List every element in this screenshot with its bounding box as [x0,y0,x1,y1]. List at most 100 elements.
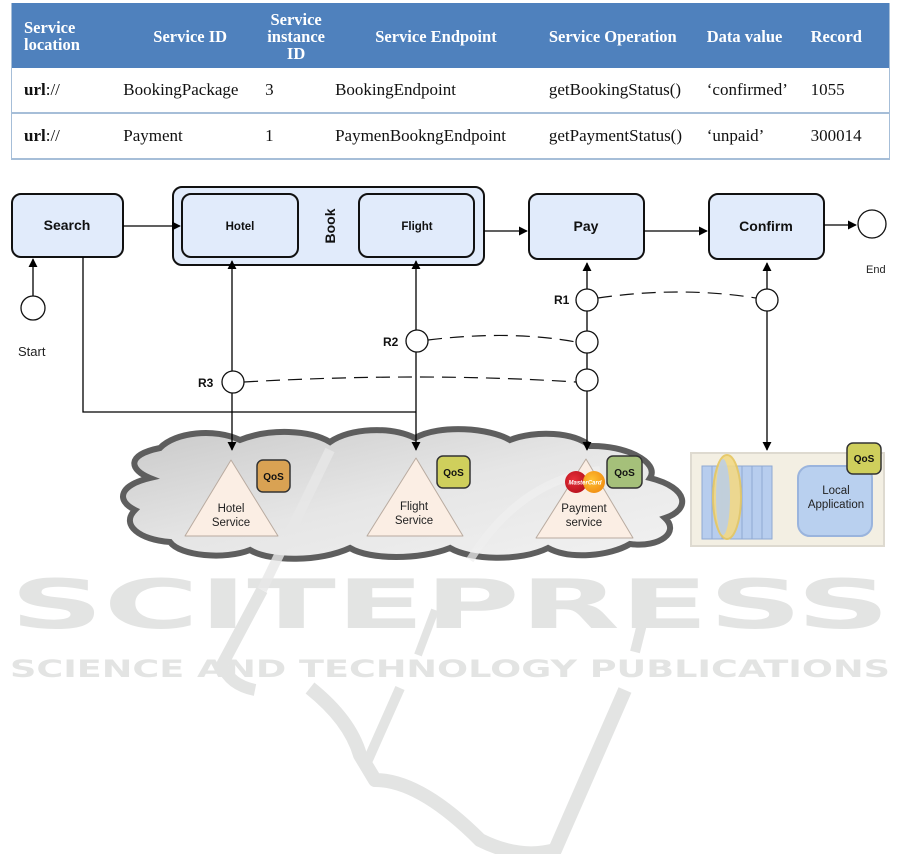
relation-r3-link [243,376,577,383]
watermark-swoosh [630,598,653,654]
cell-record: 300014 [806,113,890,160]
hotel-service-triangle [184,459,279,537]
r1-node-pay[interactable] [575,288,599,312]
task-search-label: Search [44,217,91,233]
start-label: Start [18,344,46,359]
relation-r2-link [427,334,577,343]
flight-service: Flight Service QoS [366,455,471,537]
relation-r1-label: R1 [554,293,570,307]
service-table-container: Service location Service ID Service inst… [11,3,890,160]
relation-nodes [20,209,887,394]
cell-service-id: BookingPackage [119,68,262,114]
task-confirm[interactable]: Confirm [708,193,825,260]
watermark-swoosh [414,608,439,657]
task-book-label: Book [322,208,338,243]
local-app-label: Application [808,499,864,511]
qos-label: QoS [263,472,284,483]
cell-instance-id: 1 [261,113,332,160]
flow-search-to-services [82,257,416,413]
service-table: Service location Service ID Service inst… [11,3,890,160]
qos-badge-flight [436,455,471,489]
header-line: instance [267,26,325,46]
watermark-swoosh [305,682,632,854]
payment-service: MasterCard Payment service QoS [535,455,643,539]
task-search[interactable]: Search [11,193,124,258]
hotel-service-label: Service [212,517,250,529]
watermark-title: SCITEPRESS [10,566,890,645]
cell-instance-id: 3 [261,68,332,114]
task-hotel-label: Hotel [226,221,255,233]
task-pay[interactable]: Pay [528,193,645,260]
relation-r3-label: R3 [198,376,214,390]
cell-endpoint: BookingEndpoint [331,68,541,114]
watermark-swoosh [257,447,335,593]
database-icon [701,454,773,540]
payment-service-label: service [566,517,602,529]
start-event[interactable] [20,295,46,321]
local-application: Local Application QoS [690,442,885,547]
qos-badge-hotel [256,459,291,493]
watermark-swoosh [363,685,405,763]
task-flight[interactable]: Flight [358,193,475,258]
flight-service-label: Service [395,515,433,527]
header-service-instance-id: Service instance ID [261,3,332,68]
qos-label: QoS [854,454,875,465]
r2-node-pay[interactable] [575,330,599,354]
workflow-diagram: SCITEPRESS SCIENCE AND TECHNOLOGY PUBLIC… [10,186,890,854]
relation-r2-label: R2 [383,335,399,349]
table-header-row: Service location Service ID Service inst… [11,3,890,68]
task-group-book[interactable]: Book Hotel Flight [172,186,485,266]
relation-r1-link [597,291,757,299]
header-line: Service [270,9,322,29]
header-service-endpoint: Service Endpoint [331,3,541,68]
table-row: url:// BookingPackage 3 BookingEndpoint … [11,68,890,114]
location-rest: :// [45,80,60,99]
location-rest: :// [45,126,60,145]
header-service-id: Service ID [119,3,262,68]
header-service-location: Service location [11,3,120,68]
cell-operation: getBookingStatus() [540,68,703,114]
header-line: location [24,35,80,54]
header-line: ID [286,43,306,63]
cell-service-location: url:// [11,113,120,160]
cell-data-value: ‘confirmed’ [702,68,807,114]
header-data-value: Data value [702,3,807,68]
task-hotel[interactable]: Hotel [181,193,299,258]
task-confirm-label: Confirm [739,218,793,234]
table-row: url:// Payment 1 PaymenBookngEndpoint ge… [11,113,890,160]
qos-label: QoS [614,468,635,479]
header-line: Service [24,18,76,37]
location-scheme: url [24,126,46,145]
hotel-service: Hotel Service QoS [184,459,291,537]
location-scheme: url [24,80,46,99]
cell-service-location: url:// [11,68,120,114]
watermark-subtitle: SCIENCE AND TECHNOLOGY PUBLICATIONS [10,655,890,683]
task-flight-label: Flight [401,221,432,233]
flight-service-label: Flight [400,501,429,513]
end-event[interactable] [857,209,887,239]
watermark-swoosh [215,587,268,696]
cell-service-id: Payment [119,113,262,160]
payment-service-triangle [535,458,634,539]
r3-node-pay[interactable] [575,368,599,392]
r1-node-confirm[interactable] [755,288,779,312]
mastercard-icon: MasterCard [565,471,605,493]
cell-endpoint: PaymenBookngEndpoint [331,113,541,160]
r2-node-flight[interactable] [405,329,429,353]
cell-record: 1055 [806,68,890,114]
end-label: End [866,264,886,276]
payment-service-label: Payment [561,503,607,515]
relation-links [243,291,757,383]
cell-operation: getPaymentStatus() [540,113,703,160]
local-app-label: Local [822,485,850,497]
header-service-operation: Service Operation [540,3,703,68]
mastercard-label: MasterCard [568,481,601,487]
header-record: Record [806,3,890,68]
local-app-box [797,465,873,537]
cell-data-value: ‘unpaid’ [702,113,807,160]
r3-node-hotel[interactable] [221,370,245,394]
hotel-service-label: Hotel [218,503,245,515]
qos-label: QoS [443,468,464,479]
qos-badge-local [846,442,882,475]
watermark: SCITEPRESS SCIENCE AND TECHNOLOGY PUBLIC… [10,566,890,854]
